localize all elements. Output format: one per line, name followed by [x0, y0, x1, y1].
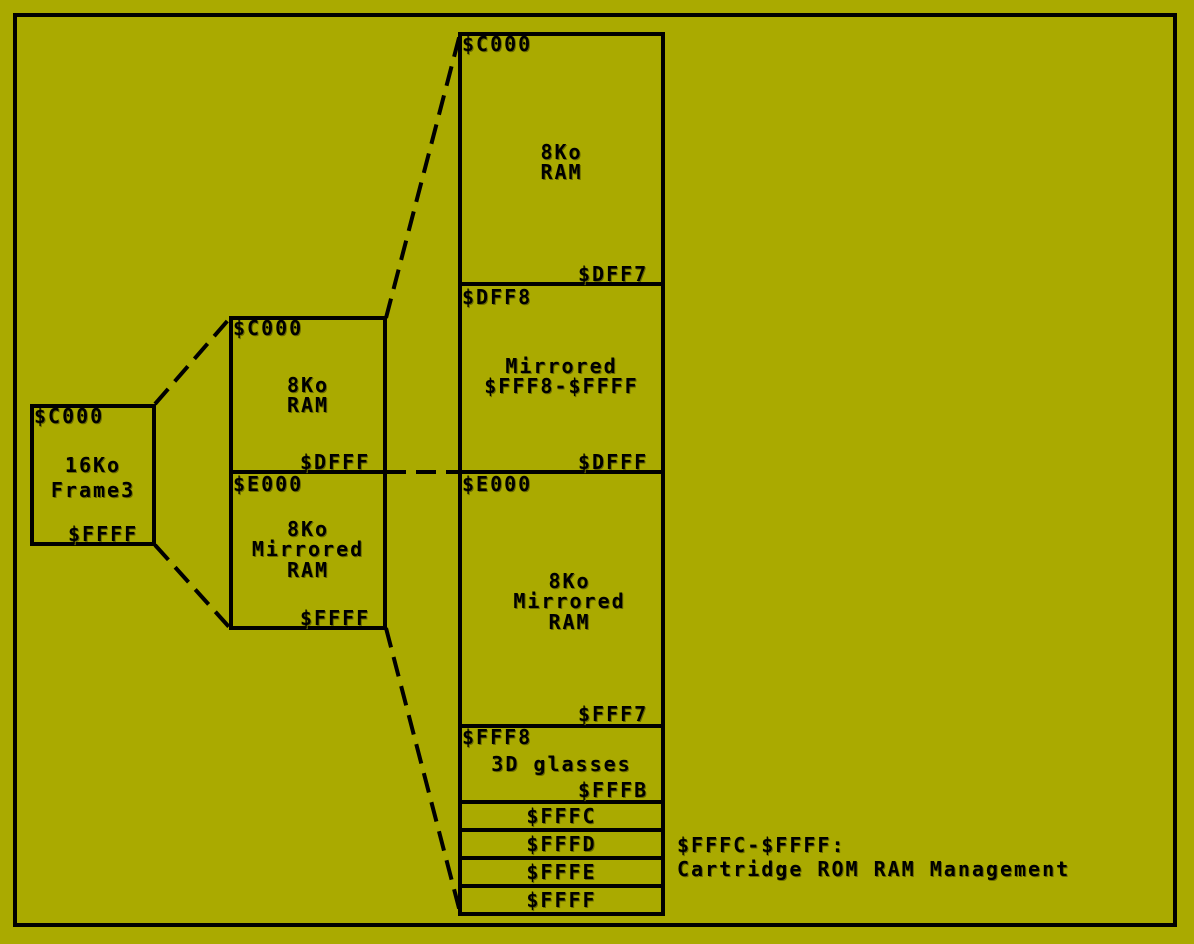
block3-mirrored-regs-start: $DFF8	[462, 285, 533, 309]
block2-mirror-end: $FFFF	[300, 606, 371, 630]
block2-ram-label: RAM	[286, 393, 330, 417]
block3-glasses-label: 3D glasses	[491, 752, 632, 776]
zoom-line-bottom-2	[384, 627, 462, 913]
zoom-line-top-2	[384, 33, 462, 319]
block2-ram-start: $C000	[233, 316, 304, 340]
diagram-frame	[13, 13, 1177, 927]
block2-ram-size: 8Ko	[286, 373, 330, 397]
block2-mirror-label: Mirrored	[251, 537, 365, 561]
block3-mirrored-regs-end: $DFFF	[578, 450, 649, 474]
block3-glasses-start: $FFF8	[462, 725, 533, 749]
block3-mirrored-regs-range: $FFF8-$FFFF	[484, 374, 639, 398]
block2-ram-end: $DFFF	[300, 450, 371, 474]
block2-mirror-size: 8Ko	[286, 517, 330, 541]
frame3-end-address: $FFFF	[68, 522, 139, 546]
frame3-block	[30, 404, 156, 546]
block3-mirror-ram-size: 8Ko	[548, 569, 591, 593]
block3-reg-ffff-label: $FFFF	[526, 888, 597, 912]
block3-reg-ffff	[458, 884, 665, 916]
block3-reg-fffd-label: $FFFD	[526, 832, 597, 856]
annotation-description: Cartridge ROM RAM Management	[677, 857, 1071, 881]
frame3-start-address: $C000	[34, 404, 105, 428]
block3-reg-fffe-label: $FFFE	[526, 860, 597, 884]
block2-mirror	[229, 470, 387, 630]
frame3-size: 16Ko	[64, 453, 122, 477]
block3-glasses-end: $FFFB	[578, 778, 649, 802]
block3-mirror-ram-end: $FFF7	[578, 702, 649, 726]
block3-mirrored-regs-label: Mirrored	[505, 354, 618, 378]
block3-reg-fffc-label: $FFFC	[526, 804, 597, 828]
annotation-range: $FFFC-$FFFF:	[677, 833, 846, 857]
frame3-label: Frame3	[50, 478, 136, 502]
block3-ram-start: $C000	[462, 32, 533, 56]
block2-mirror-start: $E000	[233, 472, 304, 496]
block3-mirror-ram-label: Mirrored	[513, 589, 626, 613]
block3-ram-label: RAM	[540, 160, 583, 184]
block3-ram-end: $DFF7	[578, 262, 649, 286]
zoom-line-bottom-1	[153, 543, 232, 630]
block3-ram-size: 8Ko	[540, 140, 583, 164]
block3-mirror-ram-start: $E000	[462, 472, 533, 496]
zoom-line-top-1	[153, 316, 232, 406]
block2-mirror-label2: RAM	[286, 558, 330, 582]
block3-mirror-ram-label2: RAM	[548, 610, 591, 634]
